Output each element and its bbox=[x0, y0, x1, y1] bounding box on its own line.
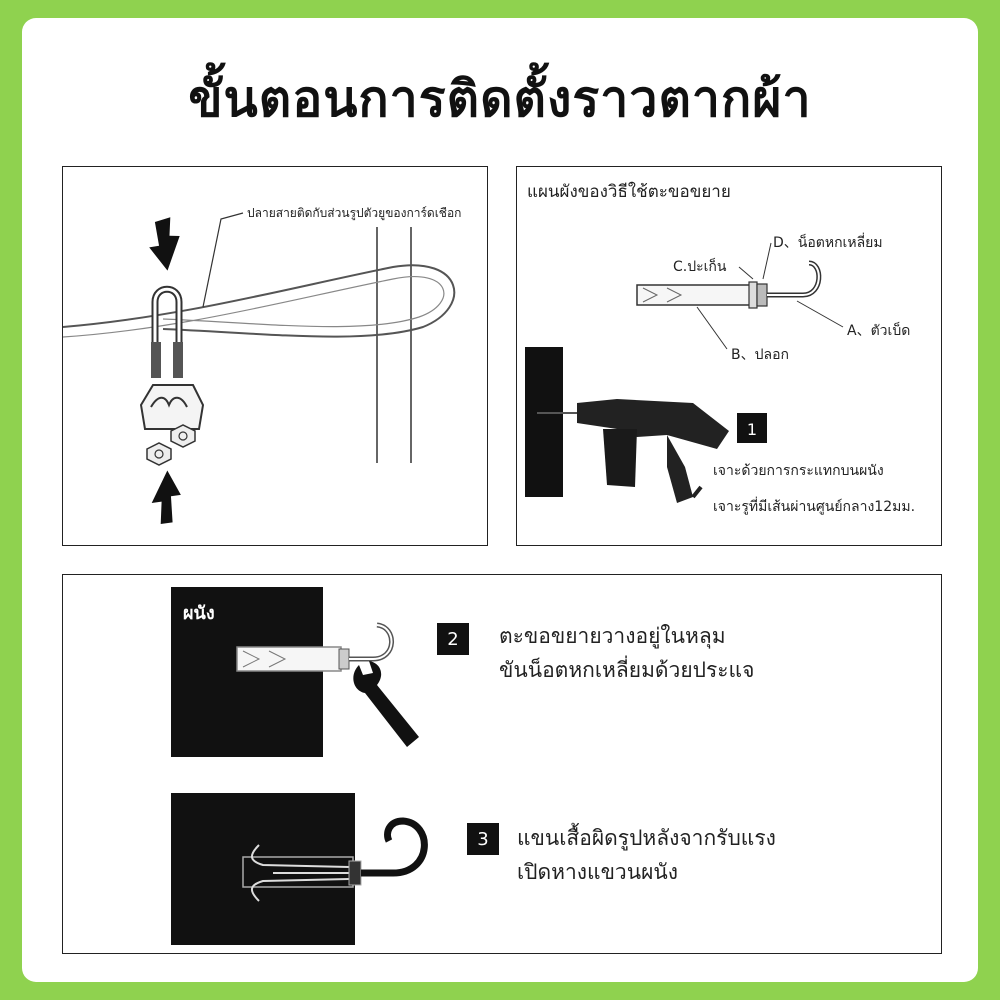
part-b-label: B、ปลอก bbox=[731, 347, 789, 363]
panel-install-steps: ผนัง 2 ตะขอขยายวางอยู่ในหลุม ขันน็อตหกเห… bbox=[62, 574, 942, 954]
arrow-up-icon bbox=[151, 470, 181, 524]
step2-badge: 2 bbox=[437, 623, 469, 655]
rope-loop bbox=[63, 264, 456, 338]
step1-line1: เจาะด้วยการกระแทกบนผนัง bbox=[713, 463, 884, 479]
page-title: ขั้นตอนการติดตั้งราวตากผ้า bbox=[188, 70, 812, 128]
part-c-label: C.ปะเก็น bbox=[673, 257, 727, 275]
panel-expansion-hook: แผนผังของวิธีใช้ตะขอขยาย D、น็อตหกเหลี่ยม… bbox=[516, 166, 942, 546]
step1-badge bbox=[737, 413, 767, 443]
step3-badge: 3 bbox=[467, 823, 499, 855]
step2-line1: ตะขอขยายวางอยู่ในหลุม bbox=[499, 624, 726, 648]
hook-step2 bbox=[349, 622, 394, 662]
drill-grip bbox=[603, 429, 637, 487]
step1-line2: เจาะรูที่มีเส้นผ่านศูนย์กลาง12มม. bbox=[713, 497, 915, 515]
step2-number: 2 bbox=[447, 628, 459, 650]
step3-text: แขนเสื้อผิดรูปหลังจากรับแรง เปิดหางแขวนผ… bbox=[517, 821, 776, 889]
part-d-label: D、น็อตหกเหลี่ยม bbox=[773, 233, 883, 251]
hook-step3 bbox=[361, 817, 428, 877]
wall-block bbox=[525, 347, 563, 497]
step2-text: ตะขอขยายวางอยู่ในหลุม ขันน็อตหกเหลี่ยมด้… bbox=[499, 619, 754, 687]
wall-label: ผนัง bbox=[183, 603, 215, 624]
wall-block-step2 bbox=[171, 587, 323, 757]
saddle bbox=[139, 384, 205, 430]
drill-body bbox=[577, 399, 729, 449]
part-a-label: A、ตัวเบ็ด bbox=[847, 321, 910, 339]
washer bbox=[748, 281, 758, 309]
step3-line1: แขนเสื้อผิดรูปหลังจากรับแรง bbox=[517, 826, 776, 850]
expansion-hook-illustration: แผนผังของวิธีใช้ตะขอขยาย D、น็อตหกเหลี่ยม… bbox=[525, 181, 915, 515]
anchor-sleeve-step2 bbox=[236, 646, 342, 672]
rope-clip-illustration: ปลายสายติดกับส่วนรูปตัวยูของการ์ดเชือก bbox=[63, 206, 461, 524]
install-steps-illustration: ผนัง bbox=[171, 587, 428, 945]
arrow-down-icon bbox=[149, 217, 180, 271]
hook bbox=[767, 260, 822, 298]
anchor-heading: แผนผังของวิธีใช้ตะขอขยาย bbox=[527, 181, 731, 202]
wrench-icon bbox=[353, 661, 419, 747]
hex-nut bbox=[146, 442, 172, 466]
step2-line2: ขันน็อตหกเหลี่ยมด้วยประแจ bbox=[499, 658, 755, 682]
hex-nut-part bbox=[756, 283, 768, 307]
step1-number: 1 bbox=[747, 420, 757, 439]
panel-rope-clip: ปลายสายติดกับส่วนรูปตัวยูของการ์ดเชือก bbox=[62, 166, 488, 546]
hex-nut bbox=[170, 424, 196, 448]
rope-callout-label: ปลายสายติดกับส่วนรูปตัวยูของการ์ดเชือก bbox=[247, 206, 461, 221]
step3-number: 3 bbox=[477, 828, 489, 850]
step3-line2: เปิดหางแขวนผนัง bbox=[517, 860, 678, 884]
sleeve bbox=[636, 284, 758, 306]
